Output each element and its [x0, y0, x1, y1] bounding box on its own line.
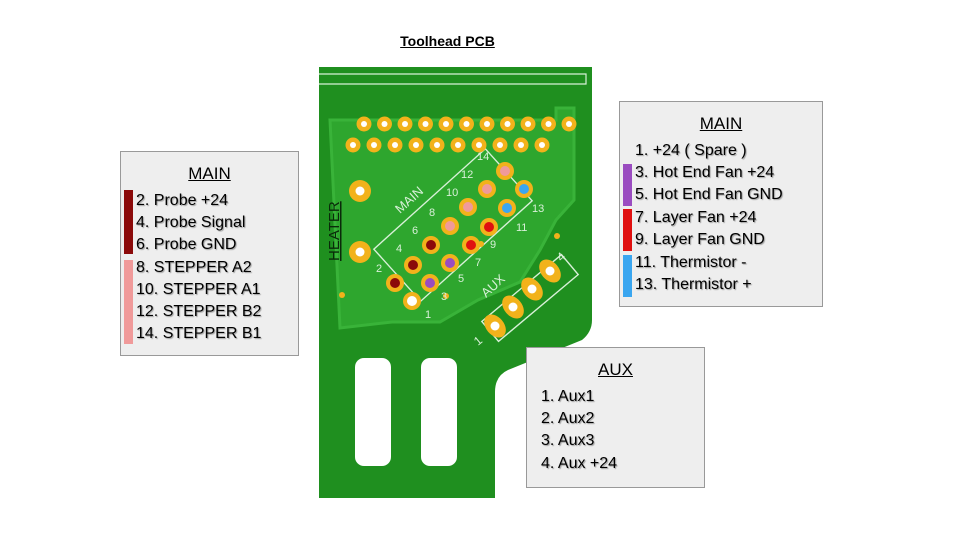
- main-pin-number: 12: [461, 169, 473, 181]
- header-pad-hole: [361, 121, 367, 127]
- main-connector-pin-marker: [482, 184, 492, 194]
- slot-left: [355, 358, 391, 466]
- thermistor-color-bar: [623, 255, 632, 297]
- main-pin-number: 3: [441, 291, 447, 303]
- stepper-color-bar: [124, 260, 133, 344]
- aux-row-1: 1. Aux1: [541, 388, 595, 405]
- right-row-4: 7. Layer Fan +24: [635, 209, 757, 226]
- main-connector-pin-marker: [484, 222, 494, 232]
- left-row-5: 10. STEPPER A1: [136, 281, 261, 298]
- heater-label: HEATER: [326, 201, 343, 261]
- main-connector-pin-marker: [390, 278, 400, 288]
- probe-color-bar: [124, 190, 133, 254]
- via: [554, 233, 560, 239]
- via: [339, 292, 345, 298]
- aux-box-header: AUX: [598, 360, 633, 379]
- main-connector-pin-marker: [426, 240, 436, 250]
- aux-pad-hole: [508, 302, 518, 312]
- header-pad-hole: [443, 121, 449, 127]
- main-pin-number: 14: [477, 151, 489, 163]
- heater-pad-hole: [355, 247, 365, 257]
- left-row-7: 14. STEPPER B1: [136, 325, 262, 342]
- header-pad-hole: [350, 142, 356, 148]
- left-row-6: 12. STEPPER B2: [136, 303, 262, 320]
- header-pad-hole: [497, 142, 503, 148]
- right-row-3: 5. Hot End Fan GND: [635, 186, 783, 203]
- main-pin-number: 2: [376, 263, 382, 275]
- layerfan-color-bar: [623, 209, 632, 251]
- hotend-color-bar: [623, 164, 632, 206]
- main-pin-number: 10: [446, 187, 458, 199]
- header-pad-hole: [434, 142, 440, 148]
- header-pad-hole: [476, 142, 482, 148]
- right-row-5: 9. Layer Fan GND: [635, 231, 765, 248]
- main-pin-number: 9: [490, 239, 496, 251]
- main-pin-number: 6: [412, 225, 418, 237]
- main-pin-number: 5: [458, 273, 464, 285]
- right-row-7: 13. Thermistor +: [635, 276, 752, 293]
- main-pin-number: 4: [396, 243, 402, 255]
- header-pad-hole: [392, 142, 398, 148]
- aux-row-4: 4. Aux +24: [541, 455, 618, 472]
- aux-legend: AUX 1. Aux1 2. Aux2 3. Aux3 4. Aux +24: [526, 347, 705, 488]
- main-pin-number: 1: [425, 309, 431, 321]
- left-box-header: MAIN: [188, 164, 231, 183]
- header-pad-hole: [518, 142, 524, 148]
- aux-pad-hole: [527, 284, 537, 294]
- aux-row-2: 2. Aux2: [541, 410, 595, 427]
- main-connector-pin-marker: [425, 278, 435, 288]
- left-row-2: 4. Probe Signal: [136, 214, 246, 231]
- header-pad-hole: [566, 121, 572, 127]
- header-pad-hole: [371, 142, 377, 148]
- header-pad-hole: [413, 142, 419, 148]
- header-pad-hole: [402, 121, 408, 127]
- main-connector-pin-marker: [463, 202, 473, 212]
- right-row-2: 3. Hot End Fan +24: [635, 164, 775, 181]
- via: [443, 293, 449, 299]
- main-pin-number: 7: [475, 257, 481, 269]
- main-right-legend: MAIN 1. +24 ( Spare ) 3. Hot End Fan +24…: [619, 101, 823, 307]
- main-connector-pin-marker: [445, 258, 455, 268]
- header-pad-hole: [422, 121, 429, 127]
- aux-row-3: 3. Aux3: [541, 432, 595, 449]
- silk-notch: [319, 73, 587, 85]
- header-pad-hole: [545, 121, 552, 127]
- slot-right: [421, 358, 457, 466]
- right-row-6: 11. Thermistor -: [635, 254, 747, 271]
- header-pad-hole: [504, 121, 511, 127]
- aux-pad-hole: [490, 321, 500, 331]
- main-connector-pin-marker: [445, 221, 455, 231]
- header-pad-hole: [525, 121, 531, 127]
- heater-pad-hole: [355, 186, 365, 196]
- right-box-header: MAIN: [699, 114, 743, 133]
- main-connector-pin-marker: [519, 184, 529, 194]
- left-row-4: 8. STEPPER A2: [136, 259, 252, 276]
- main-connector-pin-marker: [500, 166, 510, 176]
- diagram-title: Toolhead PCB: [400, 33, 495, 49]
- main-left-legend: MAIN 2. Probe +24 4. Probe Signal 6. Pro…: [120, 151, 299, 356]
- main-connector-pin-marker: [407, 296, 417, 306]
- right-row-1: 1. +24 ( Spare ): [635, 142, 747, 159]
- header-pad-hole: [539, 142, 545, 148]
- main-pin-number: 13: [532, 203, 544, 215]
- header-pad-hole: [463, 121, 470, 127]
- aux-pad-hole: [545, 266, 555, 276]
- left-row-1: 2. Probe +24: [136, 192, 229, 209]
- main-connector-pin-marker: [466, 240, 476, 250]
- main-pin-number: 8: [429, 207, 435, 219]
- left-row-3: 6. Probe GND: [136, 236, 237, 253]
- main-connector-pin-marker: [408, 260, 418, 270]
- header-pad-hole: [484, 121, 490, 127]
- main-connector-pin-marker: [502, 203, 512, 213]
- header-pad-hole: [455, 142, 461, 148]
- main-pin-number: 11: [516, 222, 527, 234]
- header-pad-hole: [381, 121, 388, 127]
